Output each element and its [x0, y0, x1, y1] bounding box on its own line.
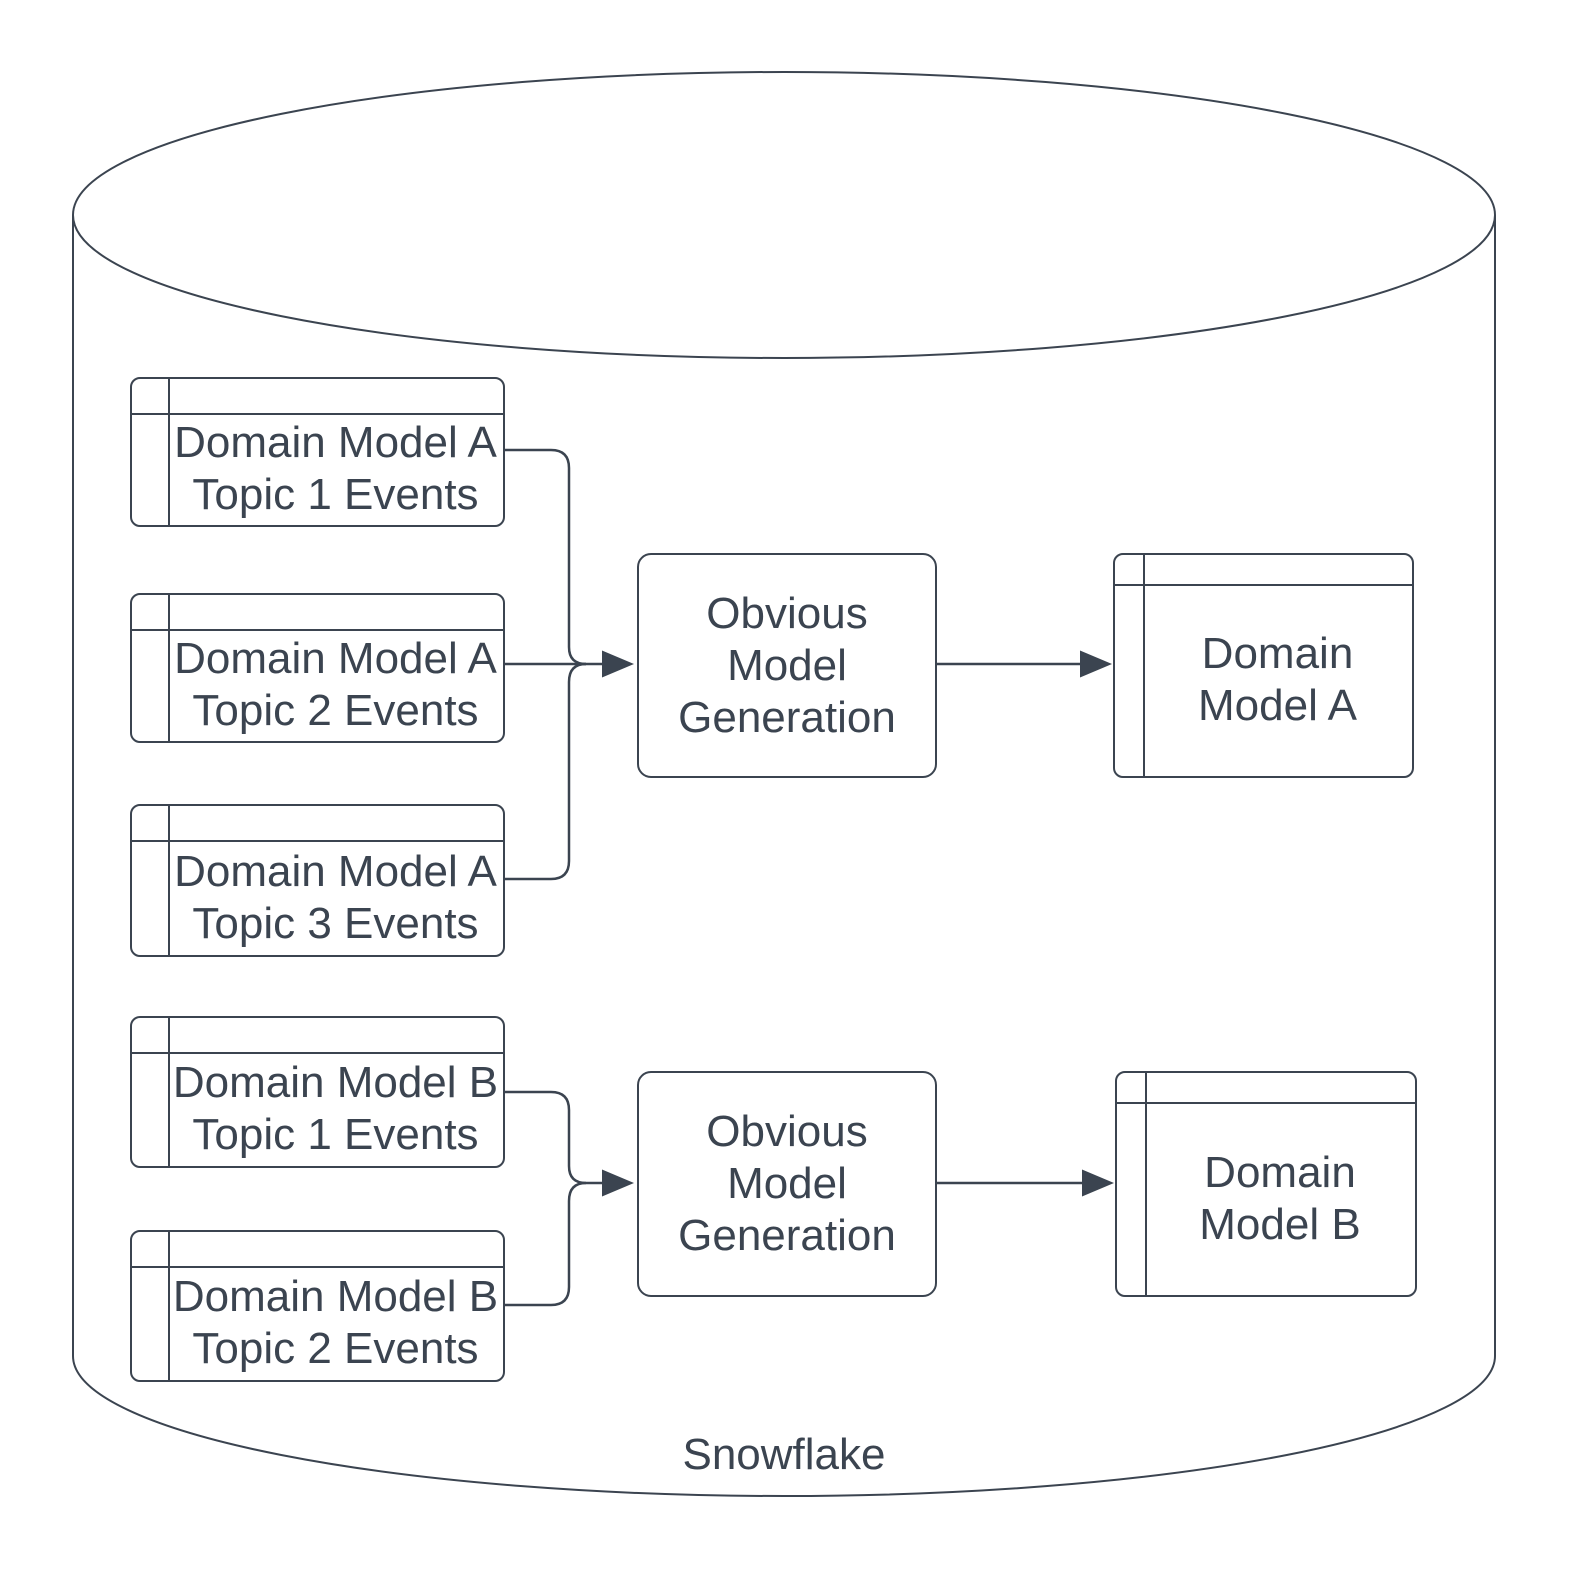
- table-header-row: [1115, 555, 1412, 586]
- table-side-column: [168, 379, 170, 525]
- table-node-domain-model-a-topic-3-events: Domain Model A Topic 3 Events: [130, 804, 505, 957]
- table-node-label: Domain Model B Topic 1 Events: [172, 1058, 499, 1159]
- table-node-domain-model-a-topic-2-events: Domain Model A Topic 2 Events: [130, 593, 505, 743]
- table-side-column: [168, 806, 170, 955]
- table-header-row: [132, 1018, 503, 1054]
- table-header-row: [132, 1232, 503, 1268]
- arrowhead-into-process-a: [602, 650, 634, 678]
- process-node-label: Obvious Model Generation: [678, 588, 896, 742]
- table-side-column: [168, 1232, 170, 1380]
- table-node-label: Domain Model A: [1198, 629, 1357, 730]
- database-label: Snowflake: [682, 1430, 886, 1479]
- table-side-column: [1143, 555, 1145, 776]
- table-header-row: [132, 806, 503, 842]
- table-node-domain-model-a-topic-1-events: Domain Model A Topic 1 Events: [130, 377, 505, 527]
- arrowhead-into-process-b: [602, 1169, 634, 1197]
- table-header-row: [132, 595, 503, 631]
- process-node-obvious-model-generation-a: Obvious Model Generation: [637, 553, 937, 778]
- table-node-domain-model-b-topic-2-events: Domain Model B Topic 2 Events: [130, 1230, 505, 1382]
- table-header-row: [132, 379, 503, 415]
- connector-b-topic2-to-merge: [505, 1181, 587, 1307]
- arrowhead-into-output-a: [1080, 650, 1112, 678]
- table-node-label: Domain Model A Topic 1 Events: [174, 418, 497, 519]
- connector-a-topic1-to-merge: [505, 448, 587, 666]
- table-header-row: [1117, 1073, 1415, 1104]
- process-node-label: Obvious Model Generation: [678, 1107, 896, 1260]
- table-node-label: Domain Model B Topic 2 Events: [172, 1272, 499, 1373]
- table-side-column: [1145, 1073, 1147, 1295]
- table-node-label: Domain Model A Topic 3 Events: [174, 846, 497, 948]
- connector-b-topic1-to-merge: [505, 1090, 587, 1185]
- table-node-domain-model-b: Domain Model B: [1115, 1071, 1417, 1297]
- database-cylinder-top-ellipse: [72, 71, 1496, 359]
- table-side-column: [168, 595, 170, 741]
- table-node-label: Domain Model A Topic 2 Events: [174, 634, 497, 735]
- table-node-domain-model-a: Domain Model A: [1113, 553, 1414, 778]
- process-node-obvious-model-generation-b: Obvious Model Generation: [637, 1071, 937, 1297]
- database-cylinder-body: [72, 215, 1496, 1497]
- arrowhead-into-output-b: [1082, 1169, 1114, 1197]
- table-node-label: Domain Model B: [1199, 1147, 1361, 1249]
- connector-a-topic3-to-merge: [505, 662, 587, 881]
- table-side-column: [168, 1018, 170, 1166]
- table-node-domain-model-b-topic-1-events: Domain Model B Topic 1 Events: [130, 1016, 505, 1168]
